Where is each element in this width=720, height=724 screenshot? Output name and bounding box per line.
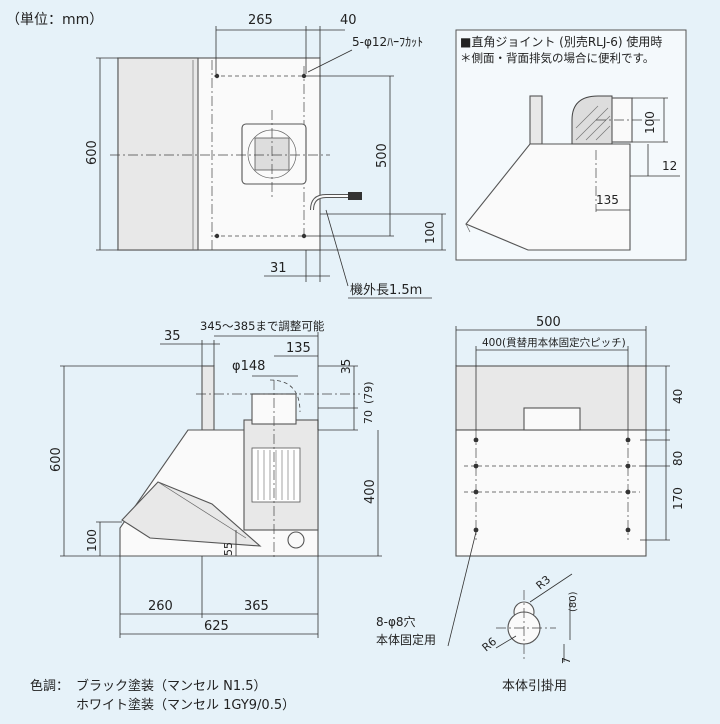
front-duct-outlet [523, 407, 581, 431]
side-dim-600: 600 [49, 447, 64, 472]
keyhole-R3: R3 [534, 573, 554, 592]
joint-box-title: ■直角ジョイント (別売RLJ-6) 使用時 [460, 34, 662, 49]
front-dim-80: 80 [671, 451, 685, 466]
joint-dim-135: 135 [596, 193, 619, 207]
joint-box-subtitle: ＊側面・背面排気の場合に便利です。 [460, 51, 654, 65]
side-dim-55: 55 [222, 542, 235, 556]
front-hole-note-2: 本体固定用 [376, 632, 436, 647]
color-note: 色調： ブラック塗装（マンセル N1.5） ホワイト塗装（マンセル 1GY9/0… [30, 678, 295, 713]
front-hole-note-1: 8-φ8穴 [376, 614, 416, 629]
mount-hole [214, 73, 220, 79]
side-dim-79: (79) [362, 381, 375, 404]
side-dim-100: 100 [85, 529, 99, 552]
dim-100-top: 100 [423, 221, 437, 244]
joint-dim-12: 12 [662, 159, 677, 173]
unit-label: （単位：mm） [6, 12, 103, 28]
front-pitch-note: 400(貫替用本体固定穴ピッチ) [482, 336, 626, 349]
mount-hole [301, 73, 307, 79]
side-dim-35-right: 35 [339, 359, 353, 374]
side-dim-35-top: 35 [164, 329, 181, 344]
front-view: 500 400(貫替用本体固定穴ピッチ) 40 80 170 8-φ8穴 本体固… [376, 315, 685, 694]
top-view-chimney-side [117, 57, 199, 251]
hole-note: 5-φ12ﾊｰﾌｶｯﾄ [352, 35, 423, 49]
side-dim-135: 135 [286, 341, 311, 356]
front-dim-500: 500 [536, 315, 561, 330]
front-dim-40: 40 [671, 389, 685, 404]
side-dim-625: 625 [204, 619, 229, 634]
mount-hole [214, 233, 220, 239]
joint-hood-body [465, 143, 631, 251]
side-dim-365: 365 [244, 599, 269, 614]
cord-length-label: 機外長1.5m [350, 283, 422, 298]
dim-265: 265 [248, 13, 273, 28]
top-view: 265 40 5-φ12ﾊｰﾌｶｯﾄ 600 500 100 31 機外長1.5… [85, 13, 446, 299]
dim-40: 40 [340, 13, 357, 28]
hook-label: 本体引掛用 [502, 679, 567, 694]
mount-hole [301, 233, 307, 239]
joint-chimney [529, 95, 543, 145]
side-chimney [201, 365, 215, 431]
keyhole-R6: R6 [480, 635, 500, 654]
side-adjust-note: 345～385まで調整可能 [200, 319, 325, 333]
color-note-label: 色調： [30, 678, 69, 694]
side-filter-door [121, 481, 262, 547]
joint-dim-100: 100 [643, 111, 657, 134]
keyhole-dim-80: (80) [568, 591, 579, 612]
color-note-line1: ブラック塗装（マンセル N1.5） [76, 678, 267, 694]
front-hood-body [455, 429, 647, 557]
front-dim-170: 170 [671, 487, 685, 510]
dim-500-top: 500 [375, 143, 390, 168]
side-view: 35 345～385まで調整可能 135 φ148 35 (79) 70 600… [49, 319, 382, 638]
elbow-joint [571, 95, 613, 145]
side-dia-148: φ148 [232, 359, 265, 374]
side-dim-260: 260 [148, 599, 173, 614]
side-motor-cap [287, 531, 305, 549]
color-note-line2: ホワイト塗装（マンセル 1GY9/0.5） [76, 697, 295, 713]
keyhole-dim-7: 7 [560, 657, 573, 664]
side-dim-70: 70 [362, 410, 375, 424]
cord-plug [348, 192, 362, 200]
side-dim-400: 400 [363, 479, 378, 504]
dim-600-top: 600 [85, 140, 100, 165]
dim-31: 31 [270, 261, 287, 276]
joint-detail-box: ■直角ジョイント (別売RLJ-6) 使用時 ＊側面・背面排気の場合に便利です。… [455, 29, 687, 261]
